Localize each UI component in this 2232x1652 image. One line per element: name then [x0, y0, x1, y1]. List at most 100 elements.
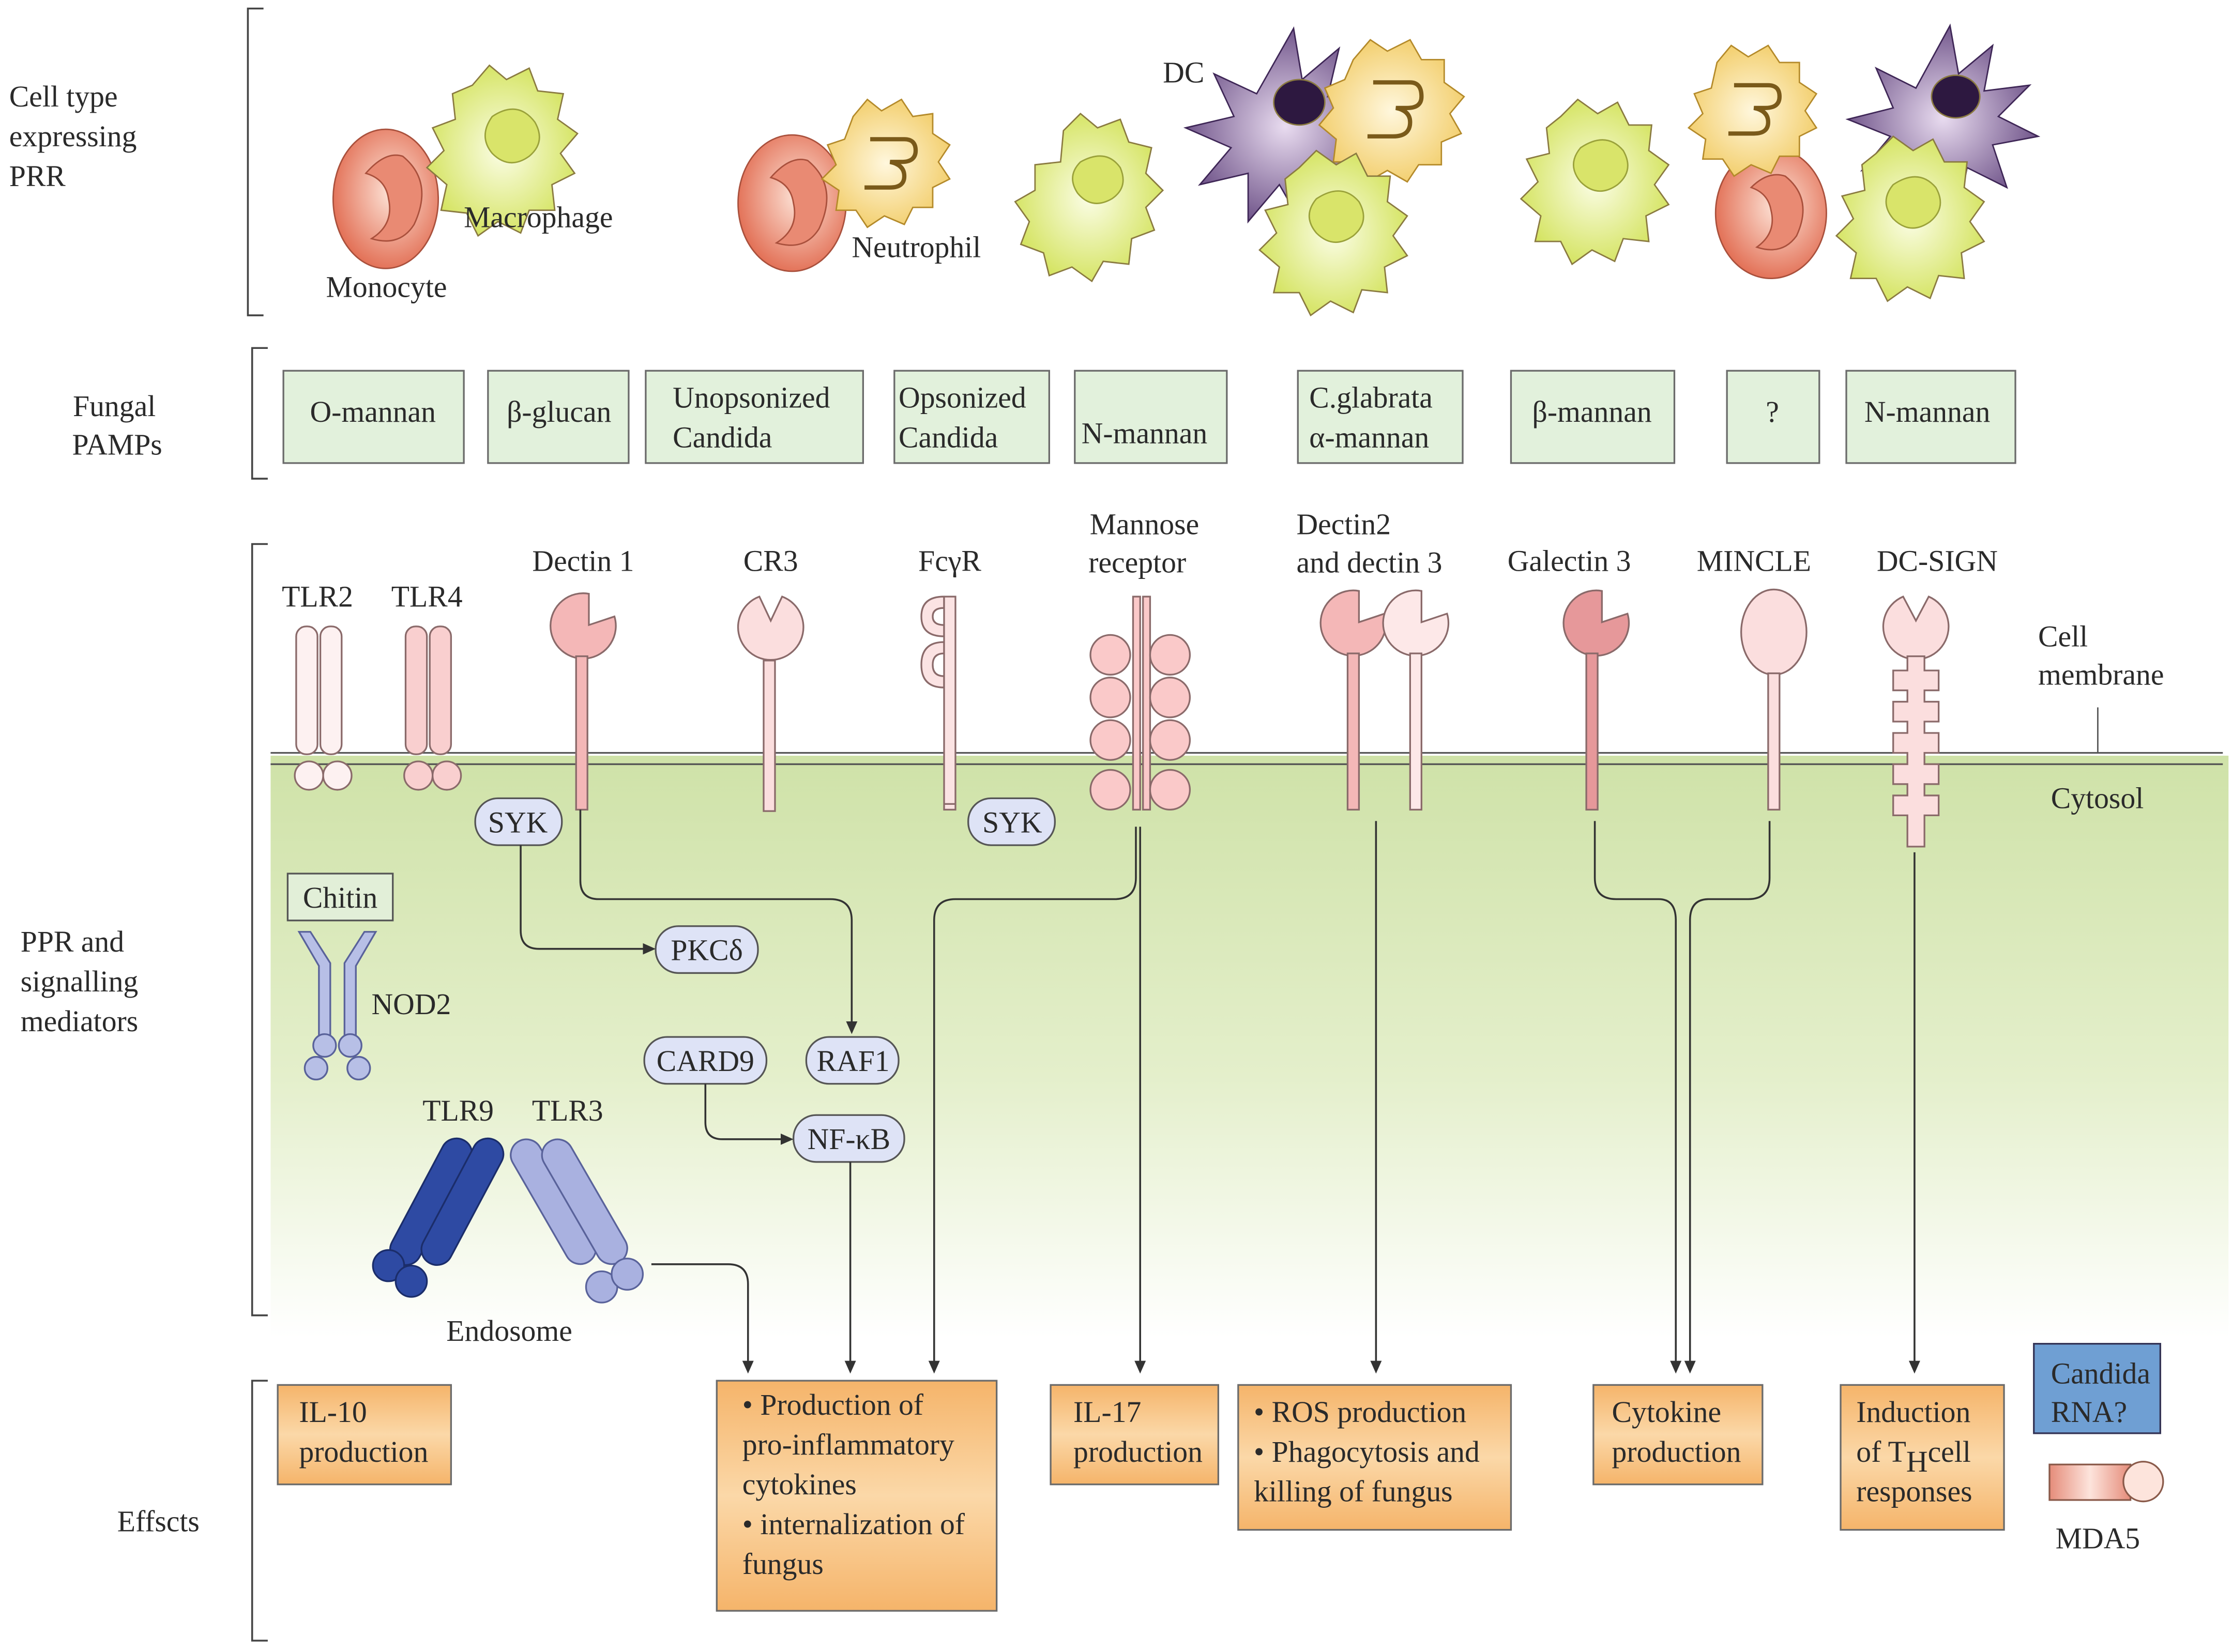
nod2-label: NOD2	[372, 988, 451, 1021]
arrow-syk-pkcd	[520, 845, 656, 955]
endosome-label: Endosome	[446, 1315, 572, 1348]
dc-label: DC	[1163, 56, 1204, 89]
pamp-label: C.glabrata	[1309, 382, 1433, 415]
tlr9-label: TLR9	[422, 1095, 494, 1127]
effect-th-box	[1840, 1384, 2005, 1531]
arrow-tlr3-effect	[651, 1263, 754, 1374]
section-label-effects: Effscts	[117, 1505, 200, 1538]
nfkb-node	[793, 1114, 905, 1163]
raf1-node	[805, 1036, 900, 1085]
monocyte-label: Monocyte	[326, 271, 447, 303]
pamp-unknown-box	[1726, 370, 1820, 464]
effect-cytokine-box	[1592, 1384, 1764, 1486]
effect-cytokine-text-2: production	[1612, 1436, 1741, 1469]
macrophage-icon-4	[1520, 98, 1670, 266]
arrow-mincle-cytokine	[1684, 821, 1771, 1374]
syk-label: SYK	[488, 806, 548, 839]
section-label-ppr-3: mediators	[21, 1005, 138, 1038]
macrophage-label: Macrophage	[464, 202, 613, 234]
effect-th-cell: cell	[1928, 1436, 1971, 1469]
tlr3-label: TLR3	[532, 1095, 603, 1127]
tlr4-label: TLR4	[391, 580, 463, 613]
chitin-box	[286, 873, 394, 922]
effect-th-text-2: of THcell	[1856, 1436, 1971, 1478]
effect-proinflam-text-5: fungus	[742, 1548, 824, 1581]
galectin3-label: Galectin 3	[1508, 545, 1631, 578]
pamp-label: N-mannan	[1082, 417, 1207, 450]
effect-proinflam-text-1: • Production of	[742, 1389, 924, 1421]
chitin-label: Chitin	[303, 882, 377, 914]
pamp-label: β-glucan	[507, 396, 611, 429]
candida-rna-box	[2033, 1343, 2161, 1434]
pamp-label: Opsonized	[899, 382, 1026, 415]
neutrophil-icon-2	[1318, 39, 1465, 183]
effect-ros-text-1: • ROS production	[1254, 1396, 1466, 1429]
pamp-glabrata-mannan-box	[1297, 370, 1464, 464]
monocyte-icon-2	[1714, 147, 1827, 279]
arrow-galectin3-cytokine	[1593, 821, 1682, 1374]
syk-label-2: SYK	[982, 806, 1042, 839]
effect-proinflammatory-box	[716, 1380, 998, 1612]
card9-label: CARD9	[657, 1045, 754, 1078]
pamp-n-mannan-box	[1074, 370, 1228, 464]
effect-th-text-1: Induction	[1856, 1396, 1970, 1429]
neutrophil-cell-icon	[821, 98, 951, 228]
syk-node	[474, 797, 563, 846]
arrow-mannose-proinflammatory	[928, 827, 1137, 1374]
mannose-receptor-icon	[1089, 595, 1191, 811]
pamp-opsonized-candida-box	[893, 370, 1050, 464]
mincle-label: MINCLE	[1697, 545, 1811, 578]
pamp-o-mannan-box	[282, 370, 465, 464]
cr3-receptor-icon	[737, 595, 804, 812]
pamp-b-glucan-box	[487, 370, 630, 464]
bracket-pamps	[251, 347, 268, 480]
neutrophil-label: Neutrophil	[852, 231, 981, 264]
mincle-receptor-icon	[1740, 588, 1808, 811]
neutrophil-icon-3	[1687, 44, 1818, 177]
tlr2-label: TLR2	[282, 580, 353, 613]
arrow-card9-nfkb	[704, 1083, 794, 1145]
section-label-cell-type-3: PRR	[9, 160, 66, 193]
pkcd-label: PKCδ	[671, 935, 742, 967]
dectin3-receptor-icon	[1382, 589, 1450, 811]
pamp-label: β-mannan	[1532, 396, 1652, 429]
effect-th-subscript: H	[1906, 1446, 1928, 1478]
nod2-receptor-icon	[297, 931, 377, 1081]
macrophage-icon-2	[1014, 112, 1164, 283]
section-label-ppr-1: PPR and	[21, 926, 125, 958]
dcsign-label: DC-SIGN	[1877, 545, 1998, 578]
pamp-unopsonized-candida-box	[645, 370, 864, 464]
arrow-dectin1-raf1	[579, 809, 858, 1034]
effect-proinflam-text-3: cytokines	[742, 1469, 857, 1501]
section-label-cell-type-1: Cell type	[9, 81, 118, 113]
galectin3-receptor-icon	[1562, 589, 1630, 811]
fcgr-receptor-icon	[920, 595, 956, 811]
effect-ros-text-3: killing of fungus	[1254, 1476, 1453, 1508]
macrophage-icon-3	[1258, 149, 1408, 317]
pamp-label: α-mannan	[1309, 422, 1429, 454]
monocyte-cell-icon	[332, 128, 439, 269]
effect-proinflam-text-2: pro-inflammatory	[742, 1429, 954, 1461]
tlr4-receptor-icon	[403, 625, 462, 791]
mannose-receptor-label-2: receptor	[1088, 546, 1186, 579]
dectin23-label-2: and dectin 3	[1297, 546, 1443, 579]
effect-il10-text-2: production	[299, 1436, 428, 1469]
cr3-label: CR3	[743, 545, 798, 578]
section-label-ppr-2: signalling	[21, 966, 139, 998]
effect-ros-text-2: • Phagocytosis and	[1254, 1436, 1480, 1469]
neutrophil-monocyte-icon	[737, 134, 847, 272]
bracket-ppr	[251, 543, 268, 1317]
pamp-beta-mannan-box	[1510, 370, 1676, 464]
pamp-label: N-mannan	[1864, 396, 1990, 429]
cytosol-label: Cytosol	[2051, 783, 2144, 815]
pamp-label: Unopsonized	[673, 382, 830, 415]
pkcd-node	[655, 925, 759, 974]
pamp-label: O-mannan	[310, 396, 436, 429]
macrophage-icon-5	[1835, 135, 1985, 302]
cell-membrane-label-2: membrane	[2038, 659, 2164, 692]
tlr3-receptor-icon	[510, 1138, 644, 1304]
section-label-pamps-1: Fungal	[73, 390, 156, 423]
effect-il17-box	[1050, 1384, 1220, 1486]
